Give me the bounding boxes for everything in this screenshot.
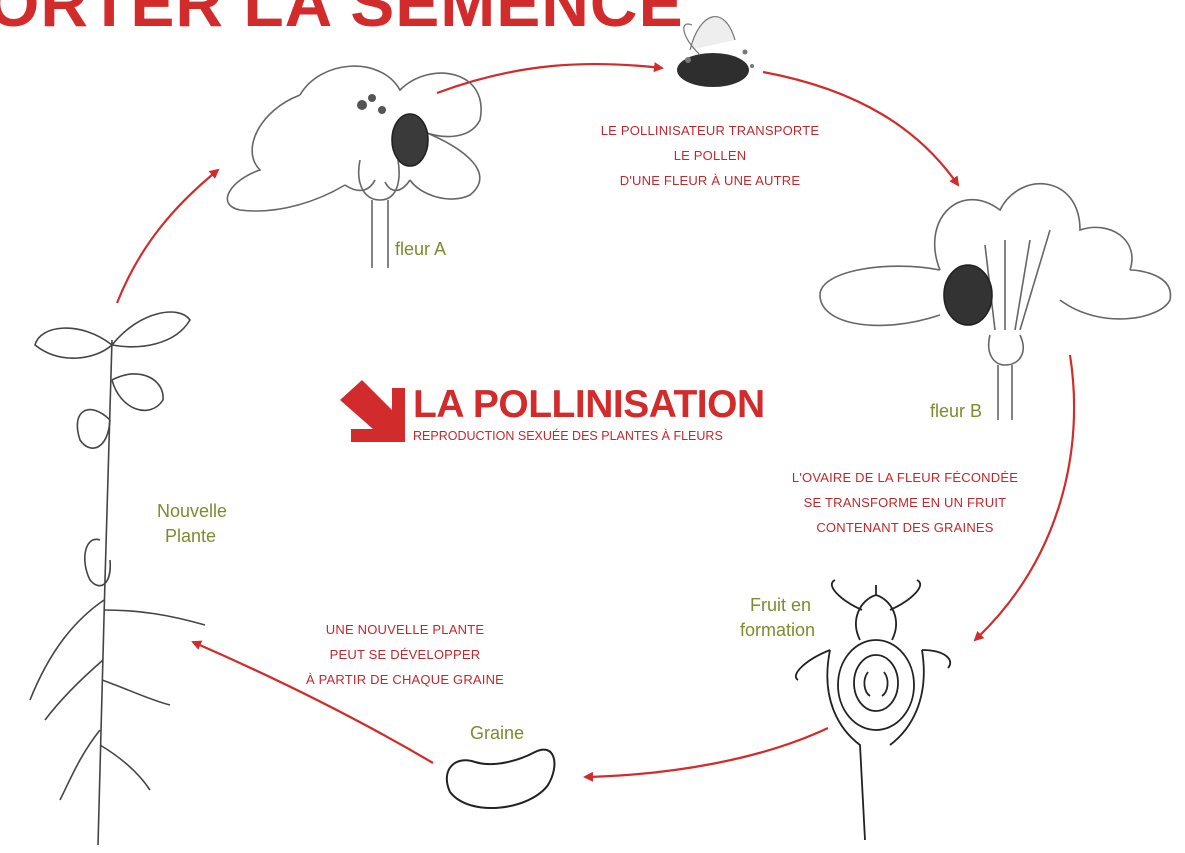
step-new-plant-line2: peut se développer xyxy=(270,642,540,667)
arrow-plant-to-flower-a xyxy=(117,170,218,303)
label-plante-line2: Plante xyxy=(165,525,216,547)
page-title-partial: ORTER LA SEMENCE xyxy=(0,0,684,36)
label-fruit-line2: formation xyxy=(740,619,815,641)
new-plant-illustration xyxy=(30,312,205,845)
label-plante-line1: Nouvelle xyxy=(157,500,227,522)
label-fruit-line1: Fruit en xyxy=(750,594,811,616)
flower-b-illustration xyxy=(820,184,1170,420)
step-ovary-text: L'ovaire de la fleur fécondée se transfo… xyxy=(760,465,1050,540)
step-pollinator-line2: le pollen xyxy=(575,143,845,168)
red-diagonal-arrow-icon xyxy=(340,380,405,442)
seed-illustration xyxy=(447,750,555,808)
diagram-title: LA POLLINISATION xyxy=(413,385,765,425)
step-pollinator-text: Le pollinisateur transporte le pollen d'… xyxy=(575,118,845,193)
step-ovary-line3: contenant des graines xyxy=(760,515,1050,540)
arrow-flower-a-to-bee xyxy=(437,64,662,93)
step-new-plant-text: Une nouvelle plante peut se développer à… xyxy=(270,617,540,692)
bee-illustration xyxy=(677,17,754,87)
label-graine: Graine xyxy=(470,722,524,744)
step-ovary-line2: se transforme en un fruit xyxy=(760,490,1050,515)
diagram-subtitle: REPRODUCTION SEXUÉE DES PLANTES À FLEURS xyxy=(413,428,723,444)
label-fleur-a: fleur A xyxy=(395,238,446,260)
fruit-illustration xyxy=(796,580,950,840)
step-pollinator-line3: d'une fleur à une autre xyxy=(575,168,845,193)
step-new-plant-line3: à partir de chaque graine xyxy=(270,667,540,692)
step-pollinator-line1: Le pollinisateur transporte xyxy=(575,118,845,143)
arrow-fruit-to-seed xyxy=(585,728,828,777)
step-new-plant-line1: Une nouvelle plante xyxy=(270,617,540,642)
label-fleur-b: fleur B xyxy=(930,400,982,422)
step-ovary-line1: L'ovaire de la fleur fécondée xyxy=(760,465,1050,490)
